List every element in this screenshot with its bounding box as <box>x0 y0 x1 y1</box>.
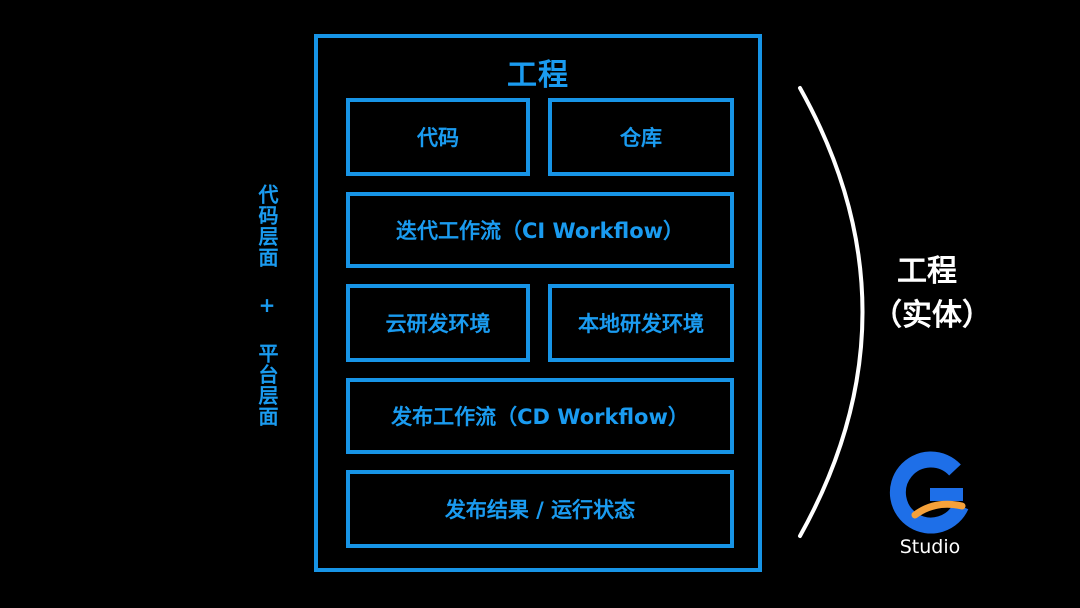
release-result-box: 发布结果 / 运行状态 <box>346 470 734 548</box>
logo-text: Studio <box>899 536 961 558</box>
repo-box: 仓库 <box>548 98 734 176</box>
ci-workflow-box: 迭代工作流（CI Workflow） <box>346 192 734 268</box>
engineering-frame <box>314 34 762 572</box>
right-label: 工程 （实体） <box>872 250 992 338</box>
diagram-title: 工程 <box>507 58 569 93</box>
right-label-line2: （实体） <box>872 298 992 333</box>
cloud-env-box: 云研发环境 <box>346 284 530 362</box>
local-env-box: 本地研发环境 <box>548 284 734 362</box>
right-label-line1: 工程 <box>897 254 957 289</box>
left-vertical-label: 代码层面 + 平台层面 <box>255 184 279 427</box>
cd-workflow-box: 发布工作流（CD Workflow） <box>346 378 734 454</box>
code-box: 代码 <box>346 98 530 176</box>
